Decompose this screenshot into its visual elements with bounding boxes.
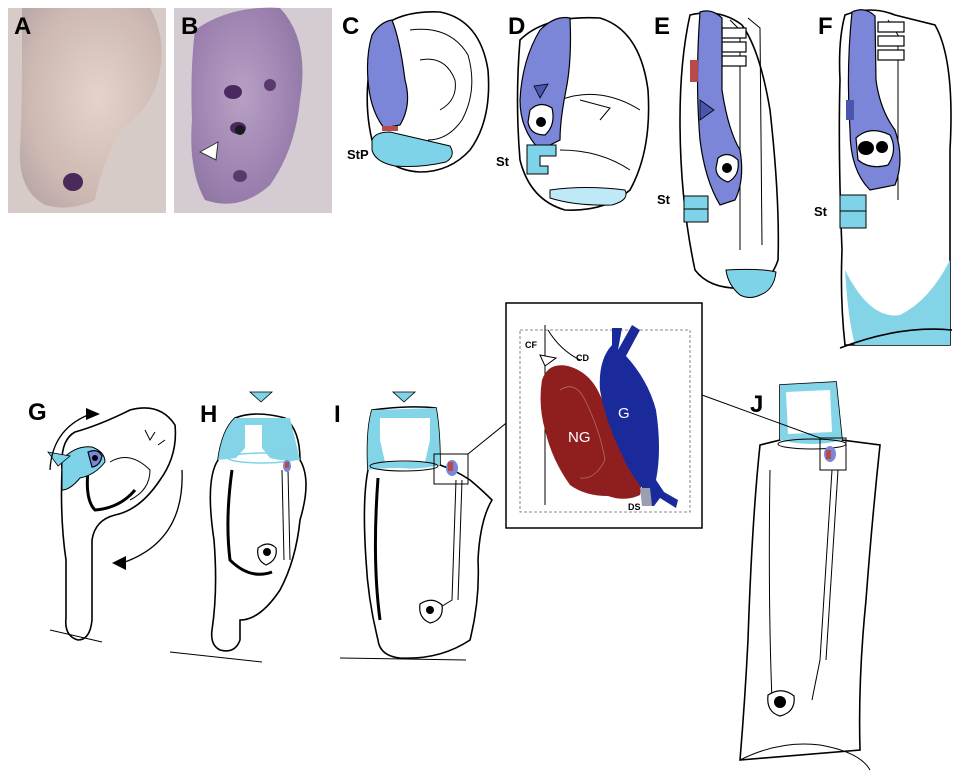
stain-spot-a: [63, 173, 83, 191]
panel-i: I: [334, 392, 492, 660]
pigment-j: [774, 696, 786, 708]
pigment-d: [536, 117, 546, 127]
panel-label-c: C: [342, 13, 359, 40]
pigment-f2: [876, 141, 888, 153]
inner-fold-d: [560, 94, 640, 110]
arrowhead-i-icon: [393, 392, 415, 402]
duct-j2: [826, 470, 838, 660]
inset-label-cd: CD: [576, 353, 589, 363]
stain-spot-b1: [224, 85, 242, 99]
panel-j: J: [740, 382, 880, 770]
gill-e3: [722, 56, 746, 66]
pigment-e: [722, 163, 732, 173]
gill-f3: [878, 50, 904, 60]
gill-e1: [722, 28, 746, 38]
gill-f1: [878, 22, 904, 32]
inner-fold-d2: [580, 100, 610, 120]
panel-label-f: F: [818, 13, 833, 40]
arrowhead-h-icon: [250, 392, 272, 402]
inset: CF CD NG G DS: [506, 303, 702, 528]
bud-e: [726, 269, 776, 297]
gut-c: [368, 20, 408, 128]
rotation-arrowhead-g2-icon: [112, 556, 126, 570]
neural-c: [382, 126, 398, 131]
label-st-d: St: [496, 154, 510, 169]
neural-f: [846, 100, 854, 120]
outline-g: [62, 408, 176, 640]
gut-line-h1: [282, 470, 284, 560]
gut-line-i: [375, 478, 380, 620]
panel-a: A: [8, 8, 166, 213]
inset-label-cf: CF: [525, 340, 537, 350]
neural-j: [826, 450, 831, 459]
bud-d: [550, 188, 626, 206]
panel-c: StP C: [342, 12, 489, 172]
panel-f: St F: [814, 10, 952, 348]
panel-h: H: [170, 392, 306, 662]
panel-b: B: [174, 8, 332, 213]
duct-i1: [436, 480, 456, 610]
panel-e: St E: [654, 11, 778, 298]
gill-f2: [878, 36, 904, 46]
pigment-h: [263, 548, 271, 556]
inset-label-ng: NG: [568, 429, 591, 446]
label-stp: StP: [347, 147, 369, 162]
duct-i2: [458, 480, 462, 600]
label-st-f: St: [814, 204, 828, 219]
substrate-h: [170, 652, 262, 662]
inner-fold-c2: [420, 59, 455, 110]
panel-label-h: H: [200, 401, 217, 428]
tentacle-g2: [158, 440, 165, 445]
stolon-inner-i: [380, 418, 430, 462]
gut-line-h2: [288, 470, 290, 560]
stolon-d: [527, 145, 556, 174]
panel-label-a: A: [14, 13, 31, 40]
pigment-spot-b: [235, 125, 245, 135]
substrate-g: [50, 630, 102, 642]
panel-label-g: G: [28, 399, 47, 426]
label-st-e: St: [657, 192, 671, 207]
panel-d: St D: [496, 13, 649, 210]
duct-j1: [812, 470, 832, 700]
neural-h: [285, 462, 289, 468]
inset-label-ds: DS: [628, 502, 641, 512]
pigment-g: [92, 455, 98, 461]
zoom-connector-i: [468, 420, 510, 454]
tentacle-g1: [145, 430, 155, 440]
rotation-arrowhead-g1-icon: [86, 408, 100, 420]
pigment-i: [426, 606, 434, 614]
neural-e: [690, 60, 698, 82]
panel-label-i: I: [334, 401, 341, 428]
inner-fold-c: [410, 29, 472, 140]
stain-spot-b3: [264, 79, 276, 91]
panel-label-j: J: [750, 391, 763, 418]
dorsal-strand: [640, 488, 652, 506]
stolon-inner-j: [786, 390, 832, 434]
inner-fold-d3: [560, 150, 630, 170]
substrate-j: [740, 744, 870, 770]
gut-loop-g: [87, 470, 135, 510]
panel-label-b: B: [181, 13, 198, 40]
gut-line-j: [769, 470, 772, 700]
stain-spot-b4: [233, 170, 247, 182]
panel-g: G: [28, 399, 182, 642]
panel-label-e: E: [654, 13, 670, 40]
pigment-f1: [858, 141, 874, 155]
rotation-arrow-g2: [125, 470, 182, 562]
inset-label-g: G: [618, 405, 630, 422]
stolon-c: [372, 132, 452, 167]
gill-e2: [722, 42, 746, 52]
panel-label-d: D: [508, 13, 525, 40]
neural-i: [448, 462, 453, 471]
